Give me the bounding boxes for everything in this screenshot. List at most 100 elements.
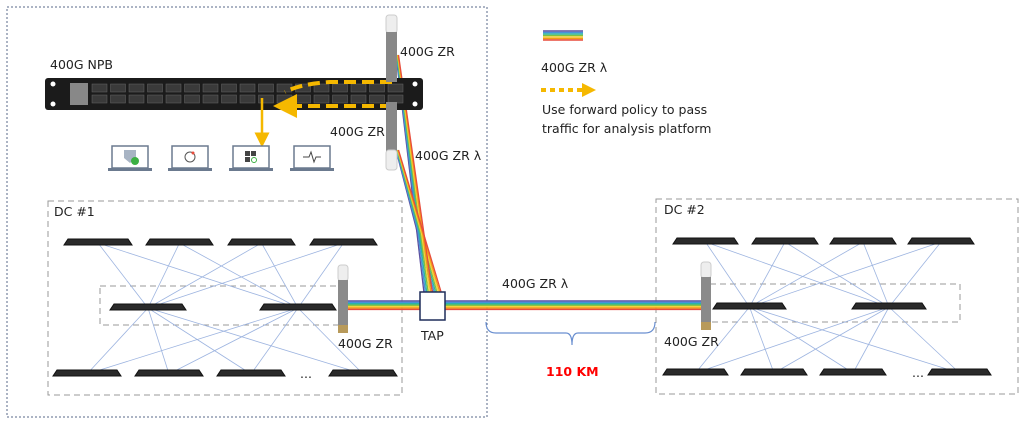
npb-port [165,83,182,93]
dc2-transceiver-label: 400G ZR [664,334,719,349]
npb-device[interactable] [45,78,423,110]
dc1-access-switch[interactable] [52,369,122,377]
dc2-leaf-switch[interactable] [712,302,787,310]
dc1-mesh-link [86,307,299,375]
dc2-mesh-link [695,306,890,374]
npb-port [184,94,200,104]
transceiver-top-label: 400G ZR [400,44,455,59]
npb-port [221,83,237,93]
npb-port [147,83,163,93]
dc2-spine-switch[interactable] [751,237,819,245]
npb-port [295,94,311,104]
npb-port [202,94,219,104]
npb-port [91,83,108,93]
dc1-mesh-link [168,307,299,375]
dc1-access-switch[interactable] [328,369,398,377]
dc1-ellipsis: ... [300,366,312,381]
dc1-leaf-switch[interactable] [109,303,187,311]
npb-port [221,94,237,104]
dc2-access-switch[interactable] [819,368,887,376]
dc2-access-switch[interactable] [927,368,992,376]
transceiver-bottom-label: 400G ZR [330,124,385,139]
dc2-mesh-link [888,306,960,374]
transceiver-dc2 [700,261,712,330]
dc2-mesh-link [705,241,890,308]
dc2-mesh-link [749,306,960,374]
dc1-mesh-link [147,307,252,375]
grid-search-icon[interactable] [229,145,273,171]
npb-port [350,83,367,93]
switch-mesh-links [86,241,960,375]
pulse-waveform-icon[interactable] [290,145,334,171]
dc2-access-switch[interactable] [662,368,729,376]
dc2-ellipsis: ... [912,365,924,380]
fiber-bottom [397,149,443,294]
npb-port [332,94,348,104]
transceiver-dc1 [337,264,349,333]
legend-policy-line2: traffic for analysis platform [542,121,712,136]
npb-port [276,94,293,104]
dc2-mesh-link [749,241,786,308]
site-boundary [6,6,488,418]
dc2-mesh-link [749,241,864,308]
npb-port [313,94,330,104]
transceiver-bottom [385,102,398,171]
npb-port [332,83,348,93]
fiber-lambda-label: 400G ZR λ [415,148,482,163]
transceiver-top [385,14,398,82]
npb-mgmt-ports [70,83,88,105]
dc2-mesh-link [749,306,854,374]
dc2-leaf-switch[interactable] [851,302,927,310]
npb-port [184,83,200,93]
npb-port [313,83,330,93]
dc2-access-switch[interactable] [740,368,808,376]
dc2-mesh-link [862,241,890,308]
dc1-box [47,200,403,396]
dc2-spine-switch[interactable] [672,237,739,245]
npb-port [110,83,126,93]
dc2-spine-switch[interactable] [829,237,897,245]
dc2-mesh-link [773,306,890,374]
npb-port [387,83,404,93]
dc1-mesh-link [297,307,364,375]
dc1-mesh-link [147,242,344,309]
legend-fiber-swatch [543,30,583,41]
dc1-spine-switch[interactable] [309,238,378,246]
legend-policy-line1: Use forward policy to pass [542,102,707,117]
dc1-leaf-group [99,285,341,326]
dc1-access-switch[interactable] [216,369,286,377]
npb-label: 400G NPB [50,57,113,72]
dc1-mesh-link [86,307,149,375]
link-label: 400G ZR λ [502,276,569,291]
npb-port [387,94,404,104]
shield-check-icon[interactable] [108,145,152,171]
dc2-mesh-link [705,241,750,308]
scan-target-icon[interactable] [168,145,212,171]
dc1-mesh-link [97,242,149,309]
dc2-spine-switch[interactable] [907,237,975,245]
dc1-spine-switch[interactable] [145,238,214,246]
dc2-mesh-link [852,306,890,374]
dc2-mesh-link [695,306,750,374]
dc1-leaf-switch[interactable] [259,303,337,311]
npb-port [202,83,219,93]
dc2-mesh-link [749,306,775,374]
tap-device[interactable] [419,291,446,321]
dc1-access-switch[interactable] [134,369,204,377]
dc1-spine-switch[interactable] [227,238,296,246]
dc1-transceiver-label: 400G ZR [338,336,393,351]
dc2-leaf-group [709,283,961,323]
npb-port [128,94,145,104]
tap-label: TAP [420,328,444,343]
npb-port [369,94,385,104]
npb-port [369,83,385,93]
npb-port [110,94,126,104]
dc2-box [655,198,1019,395]
dc1-mesh-link [147,307,170,375]
dc2-mesh-link [749,241,942,308]
switches [52,237,992,377]
npb-port [350,94,367,104]
dc1-spine-switch[interactable] [63,238,133,246]
dc1-mesh-link [261,242,299,309]
